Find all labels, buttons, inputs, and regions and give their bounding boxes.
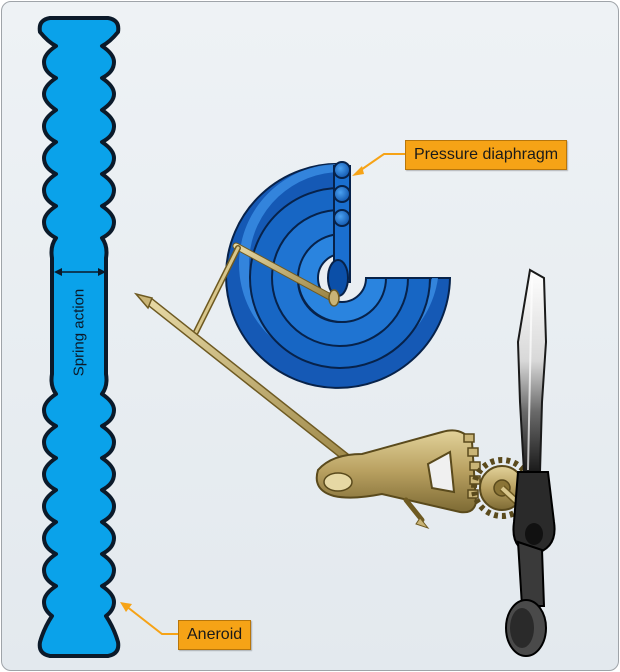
spring-action-label: Spring action <box>71 283 88 383</box>
aneroid-label: Aneroid <box>178 620 251 650</box>
pointer-needle <box>506 270 555 656</box>
pressure-diaphragm-label: Pressure diaphragm <box>405 140 567 170</box>
sector-gear <box>317 430 480 528</box>
pressure-diaphragm <box>226 162 450 388</box>
